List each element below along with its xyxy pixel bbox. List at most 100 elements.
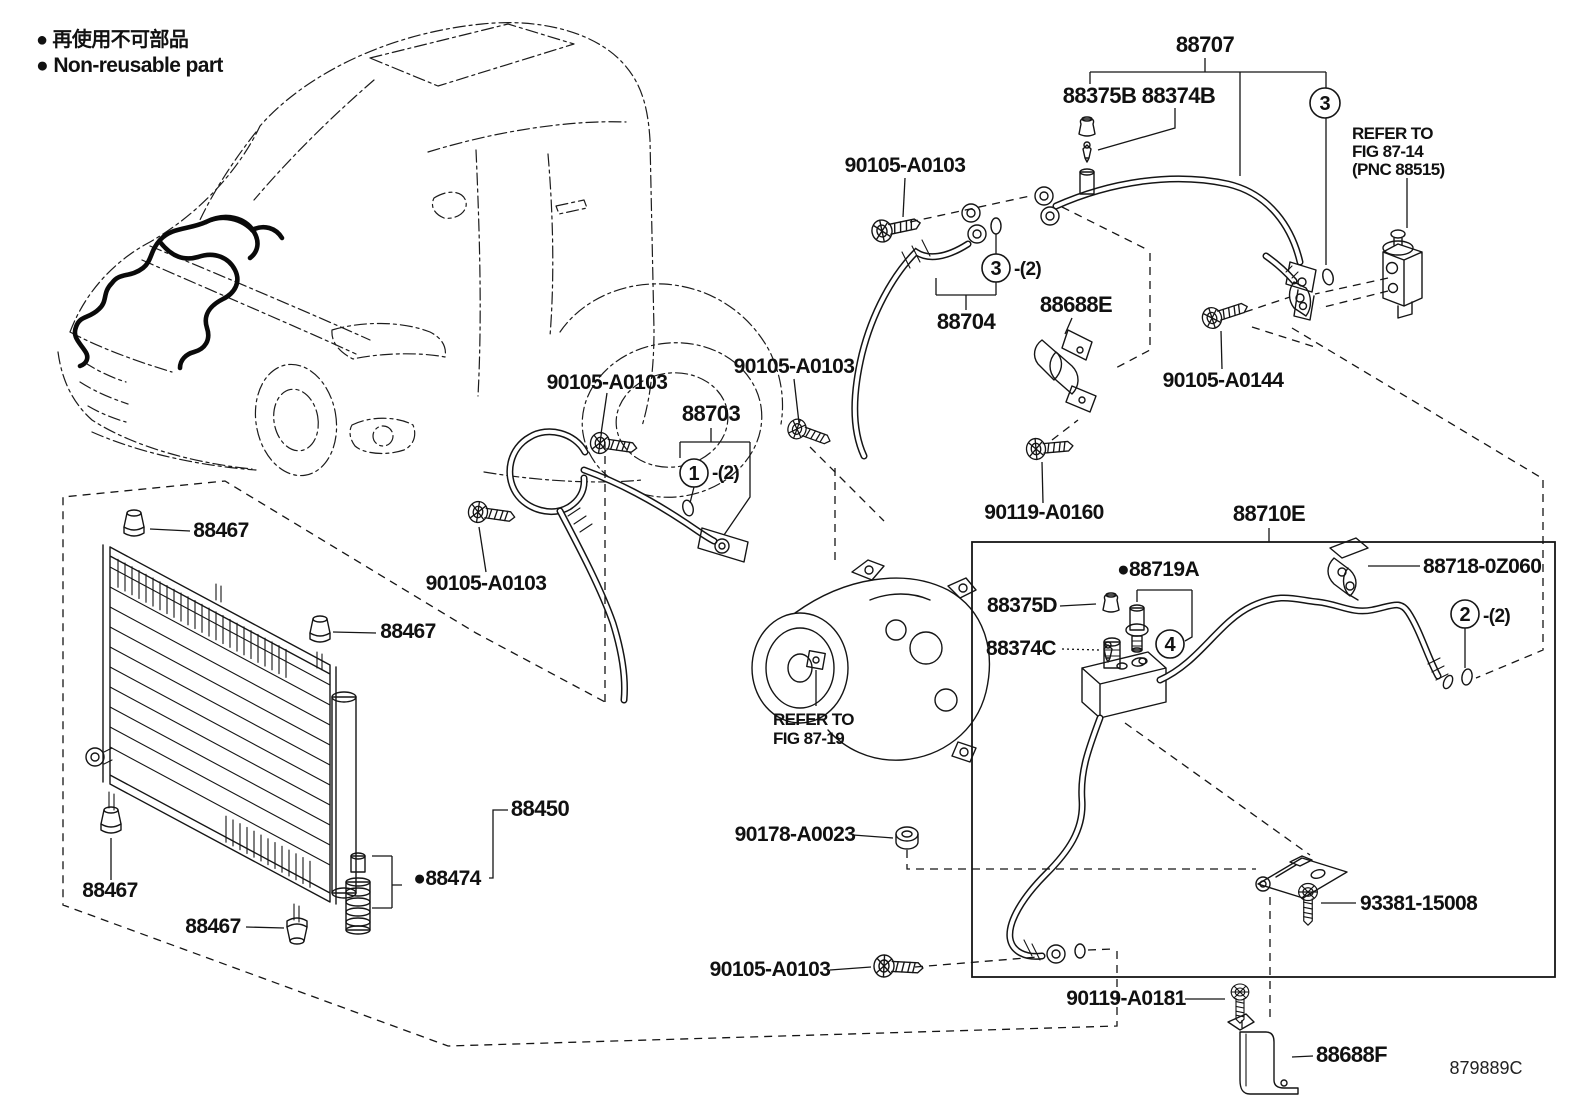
clamp-88688E-icon: [1033, 329, 1097, 413]
car-foglamp-lens: [372, 425, 394, 447]
car-beltline: [427, 121, 627, 397]
car-headlight: [331, 322, 447, 360]
label-legend-jp: ● 再使用不可部品: [36, 27, 188, 51]
bracket-plate-icon: [1255, 855, 1348, 899]
label-refer-87-14-3: (PNC 88515): [1352, 160, 1445, 179]
label-90105-A0103-c: 90105-A0103: [426, 572, 547, 595]
cushion-88467-a-icon: [123, 509, 145, 537]
car-rocker: [483, 471, 643, 483]
callout-3b-circle: [981, 253, 1011, 283]
bracket-88688F-icon: [1227, 1013, 1299, 1095]
label-88718-0Z060: 88718-0Z060: [1423, 555, 1541, 578]
label-88375D: 88375D: [987, 594, 1057, 617]
condenser-fin: [109, 666, 331, 786]
label-diagram-code: 879889C: [1449, 1058, 1522, 1078]
label-88467-b: 88467: [380, 620, 435, 643]
label-93381-15008: 93381-15008: [1360, 892, 1478, 915]
compressor: [751, 559, 991, 763]
car-hood-lines: [141, 245, 371, 355]
car-bumper: [57, 331, 257, 471]
callout-3b-number: 3: [990, 258, 1001, 280]
car-wheel-arch: [559, 283, 784, 425]
label-qty-2: -(2): [1483, 606, 1510, 627]
bolt-90105-A0103-c-icon: [466, 499, 517, 529]
clamp-88718-icon: [1327, 537, 1369, 601]
cushion-88467-b-icon: [309, 615, 331, 643]
hose-88703-connector: [697, 527, 749, 563]
label-88688F: 88688F: [1316, 1042, 1387, 1067]
label-88467-d: 88467: [185, 915, 240, 938]
label-refer-87-19-1: REFER TO: [773, 710, 854, 729]
label-qty-3b: -(2): [1014, 259, 1041, 280]
expansion-valve-88515-icon: [1382, 229, 1423, 319]
label-88467-a: 88467: [193, 519, 248, 542]
hose-88704: [851, 203, 1002, 460]
condenser-fin: [109, 586, 331, 706]
label-88375B-88374B: 88375B 88374B: [1063, 83, 1215, 108]
label-88467-c: 88467: [82, 879, 137, 902]
o-ring-lower-icon: [1074, 943, 1086, 959]
eye-fitting-88707b-icon: [1040, 206, 1060, 226]
condenser-bracket-eye: [85, 747, 105, 767]
construction-lines: [62, 195, 1544, 1047]
callout-2-circle: [1450, 599, 1480, 629]
bolt-90105-A0103-a-icon: [869, 211, 924, 245]
o-ring-88704-icon: [990, 217, 1002, 235]
hose-88703: [506, 428, 749, 704]
leader-lines: [110, 58, 1466, 1058]
label-90178-A0023: 90178-A0023: [735, 823, 856, 846]
label-88710E: 88710E: [1233, 501, 1305, 526]
label-90105-A0144: 90105-A0144: [1163, 369, 1285, 392]
car-mirror: [431, 191, 467, 219]
drier-filter-88474-icon: [345, 852, 371, 935]
label-90119-A0160: 90119-A0160: [984, 501, 1104, 524]
label-88374C: 88374C: [986, 637, 1056, 660]
label-legend-en: ● Non-reusable part: [36, 54, 223, 77]
label-88719A: ●88719A: [1117, 558, 1199, 581]
pressure-sensor-88719A-icon: [1125, 604, 1149, 653]
condenser-fin: [109, 606, 331, 726]
hardware: [466, 211, 1348, 1095]
cap-88375D-icon: [1102, 592, 1120, 613]
cap-88375B-icon: [1078, 116, 1096, 137]
condenser-fin: [109, 746, 331, 866]
label-90105-A0103-b: 90105-A0103: [547, 371, 668, 394]
bolt-90105-A0103-d-icon: [784, 415, 834, 451]
label-90105-A0103-e: 90105-A0103: [710, 958, 831, 981]
condenser-fin: [109, 626, 331, 746]
label-qty-1: -(2): [712, 463, 739, 484]
engine-bay-harness: [72, 214, 285, 371]
car-a-pillar: [197, 79, 375, 225]
car-front-wheel-rim: [615, 372, 729, 468]
label-88474: ●88474: [413, 867, 481, 890]
receiver-drier-top: [331, 691, 357, 703]
label-88703: 88703: [682, 401, 741, 426]
eye-fitting-lower-icon: [1046, 944, 1066, 964]
charge-port-icon: [1079, 171, 1095, 195]
eye-fitting-88707-icon: [1034, 186, 1054, 206]
o-ring-88707-icon: [1320, 267, 1336, 287]
bolt-90119-A0160-icon: [1024, 434, 1075, 461]
car-sunroof: [369, 23, 575, 87]
label-90119-A0181: 90119-A0181: [1066, 987, 1186, 1010]
label-88450: 88450: [511, 796, 570, 821]
label-refer-87-14-2: FIG 87-14: [1352, 142, 1424, 161]
condenser-bracket-eye-hole: [90, 752, 100, 762]
car-outline: [57, 22, 784, 498]
label-90105-A0103-a: 90105-A0103: [845, 154, 966, 177]
callout-2-number: 2: [1459, 604, 1470, 626]
part-labels: ● 再使用不可部品● Non-reusable part8870788375B …: [36, 27, 1542, 1078]
callout-4-number: 4: [1164, 634, 1176, 656]
car-body-outline: [69, 22, 655, 427]
bolt-90105-A0103-b-icon: [588, 430, 639, 460]
bolt-90105-A0144-icon: [1199, 295, 1252, 332]
condenser-fin: [109, 566, 331, 686]
cushion-88467-c-icon: [100, 806, 122, 834]
condenser-fin: [109, 686, 331, 806]
condenser-mount-pins: [108, 583, 323, 923]
nut-90178-A0023-icon: [895, 826, 919, 850]
pipe-88707: [1034, 116, 1336, 321]
car-grille: [79, 361, 129, 423]
